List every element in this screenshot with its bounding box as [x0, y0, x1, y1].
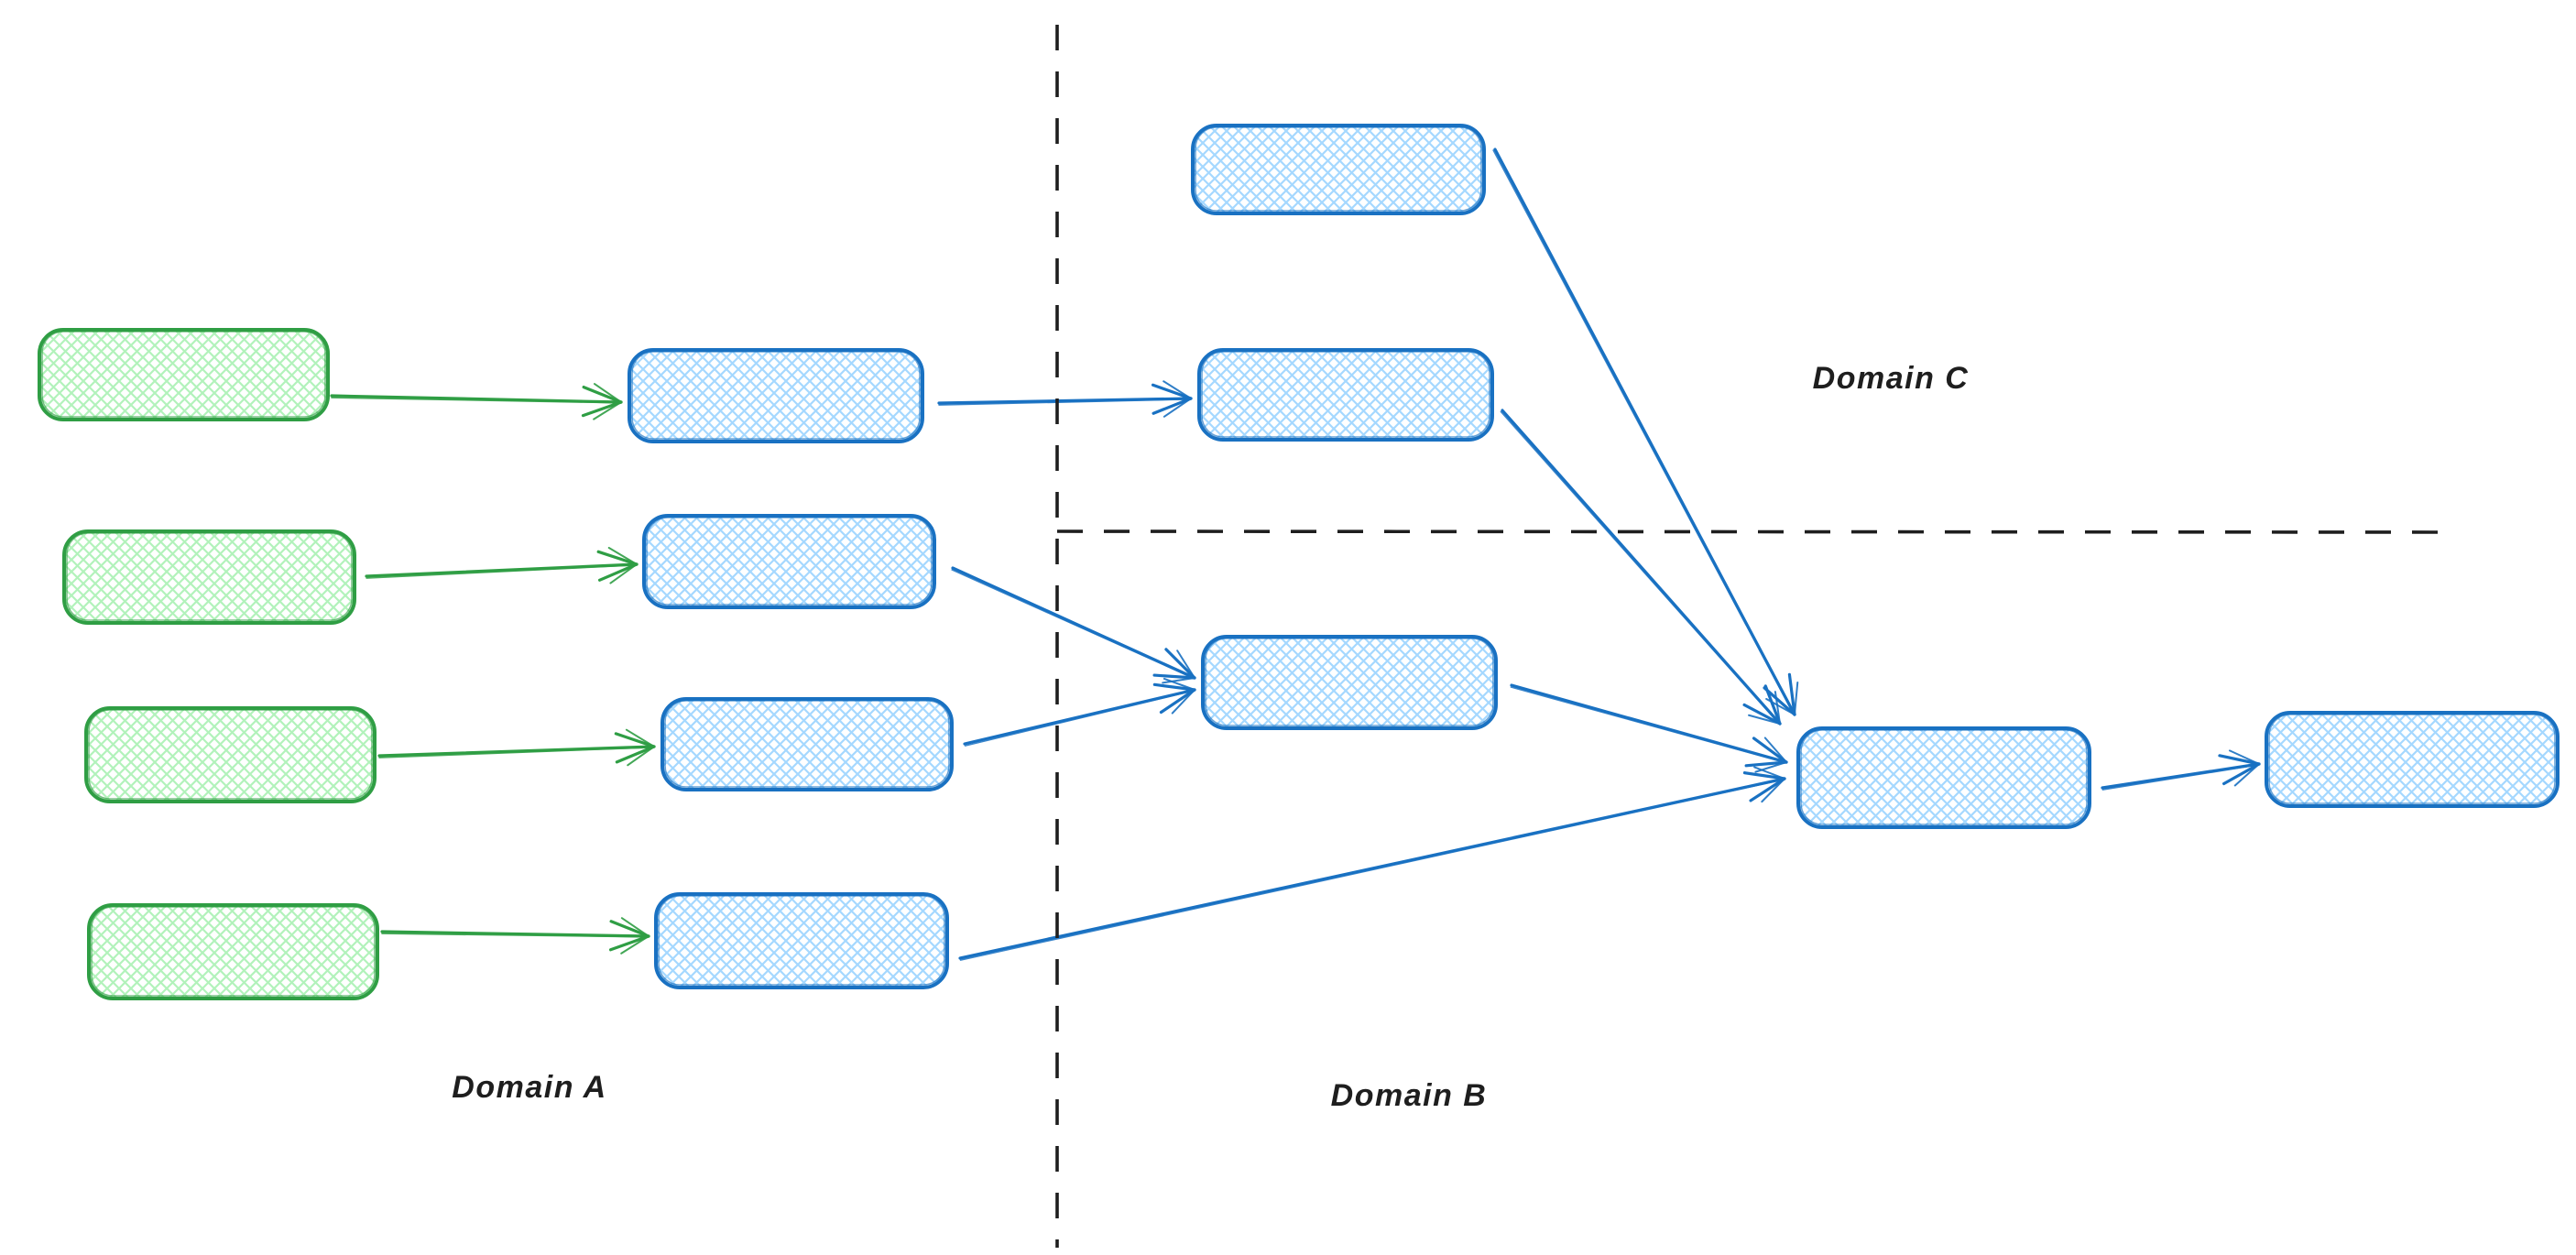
arrow-node2-bnode1: [951, 566, 1196, 684]
node-sketch-outline: [646, 517, 933, 606]
arrowhead-stroke: [1749, 777, 1786, 802]
node-sketch-outline: [1195, 126, 1482, 212]
arrowhead-stroke: [593, 383, 622, 403]
node-domain-b-output-node: [2265, 711, 2560, 808]
arrowhead-stroke: [2218, 754, 2261, 766]
arrow-source4-node4: [380, 917, 650, 955]
node-domain-a-node-3: [660, 697, 954, 791]
arrowhead-stroke: [1794, 681, 1799, 715]
node-domain-b-node-1: [1201, 635, 1498, 730]
arrowhead-stroke: [1151, 383, 1193, 400]
node-sketch-outline: [91, 906, 376, 997]
arrow-node3-bnode1: [963, 677, 1196, 747]
node-domain-a-source-4: [87, 903, 379, 1000]
arrowhead-stroke: [627, 746, 655, 767]
arrowhead-stroke: [1159, 688, 1196, 715]
arrowhead-stroke: [1763, 684, 1782, 726]
arrowhead-stroke: [597, 562, 639, 582]
arrowhead-stroke: [1152, 673, 1196, 680]
arrowhead-stroke: [615, 745, 656, 764]
arrowhead-stroke: [625, 728, 655, 748]
arrowhead-stroke: [1744, 760, 1788, 768]
arrowhead-stroke: [614, 732, 656, 748]
arrowhead-stroke: [1152, 397, 1193, 415]
node-sketch-outline: [66, 532, 353, 621]
arrowhead-stroke: [1774, 691, 1781, 725]
node-sketch-outline: [658, 895, 945, 986]
arrowhead-stroke: [1752, 737, 1788, 764]
divider-horizontal: [1056, 529, 2447, 534]
arrow-source1-node1: [330, 383, 623, 420]
node-sketch-outline: [664, 700, 950, 788]
arrow-cnode1-hub: [1492, 147, 1799, 716]
arrow-source3-node3: [377, 728, 656, 767]
domain-b-label: Domain B: [1331, 1078, 1488, 1113]
node-domain-a-node-2: [642, 514, 936, 609]
arrowhead-stroke: [1742, 771, 1786, 780]
node-domain-a-node-4: [654, 892, 949, 989]
node-domain-b-hub-node: [1796, 726, 2091, 829]
arrowhead-stroke: [2233, 763, 2260, 787]
arrowhead-stroke: [1761, 778, 1785, 803]
domain-a-label: Domain A: [452, 1070, 606, 1105]
arrow-bnode1-hub: [1510, 683, 1788, 773]
node-domain-a-source-2: [62, 529, 356, 625]
arrowhead-stroke: [1164, 648, 1196, 680]
node-domain-a-source-1: [38, 328, 330, 421]
arrowhead-stroke: [581, 400, 623, 418]
node-sketch-outline: [1201, 351, 1490, 438]
arrowhead-stroke: [1742, 703, 1782, 726]
arrowhead-stroke: [1787, 672, 1796, 716]
domain-c-label: Domain C: [1813, 361, 1970, 396]
node-sketch-outline: [2268, 714, 2556, 804]
arrowhead-stroke: [1763, 737, 1787, 763]
arrowhead-stroke: [1162, 380, 1192, 399]
arrowhead-stroke: [609, 563, 638, 584]
arrowhead-stroke: [609, 920, 650, 938]
arrowhead-stroke: [1753, 766, 1785, 780]
node-sketch-outline: [1205, 638, 1494, 726]
arrowhead-stroke: [1152, 682, 1196, 692]
arrowhead-stroke: [607, 547, 638, 565]
arrowhead-stroke: [1176, 649, 1195, 679]
arrowhead-stroke: [1162, 677, 1195, 691]
arrow-node1-cnode2: [937, 380, 1193, 418]
node-sketch-outline: [1800, 729, 2088, 825]
arrow-source2-node2: [365, 547, 639, 584]
node-sketch-outline: [41, 331, 326, 418]
arrow-node4-hub: [958, 766, 1786, 961]
arrowhead-stroke: [1162, 677, 1195, 684]
arrowhead-stroke: [2222, 762, 2261, 786]
arrowhead-stroke: [620, 935, 649, 955]
arrowhead-stroke: [1754, 761, 1787, 773]
node-domain-a-source-3: [84, 706, 377, 803]
arrowhead-stroke: [2228, 749, 2260, 765]
node-sketch-outline: [88, 709, 373, 800]
arrowhead-stroke: [1162, 398, 1192, 418]
arrowhead-stroke: [1171, 689, 1195, 715]
node-domain-a-node-1: [628, 348, 924, 443]
arrowhead-stroke: [582, 385, 623, 404]
arrowhead-stroke: [608, 934, 650, 952]
node-domain-c-node-1: [1191, 124, 1486, 215]
arrowhead-stroke: [620, 917, 649, 937]
arrowhead-stroke: [593, 401, 622, 420]
arrowhead-stroke: [596, 550, 639, 566]
arrow-hub-output: [2101, 749, 2261, 791]
arrow-cnode2-hub: [1500, 409, 1782, 726]
node-sketch-outline: [631, 351, 921, 440]
arrowhead-stroke: [1748, 714, 1781, 725]
node-domain-c-node-2: [1197, 348, 1494, 442]
